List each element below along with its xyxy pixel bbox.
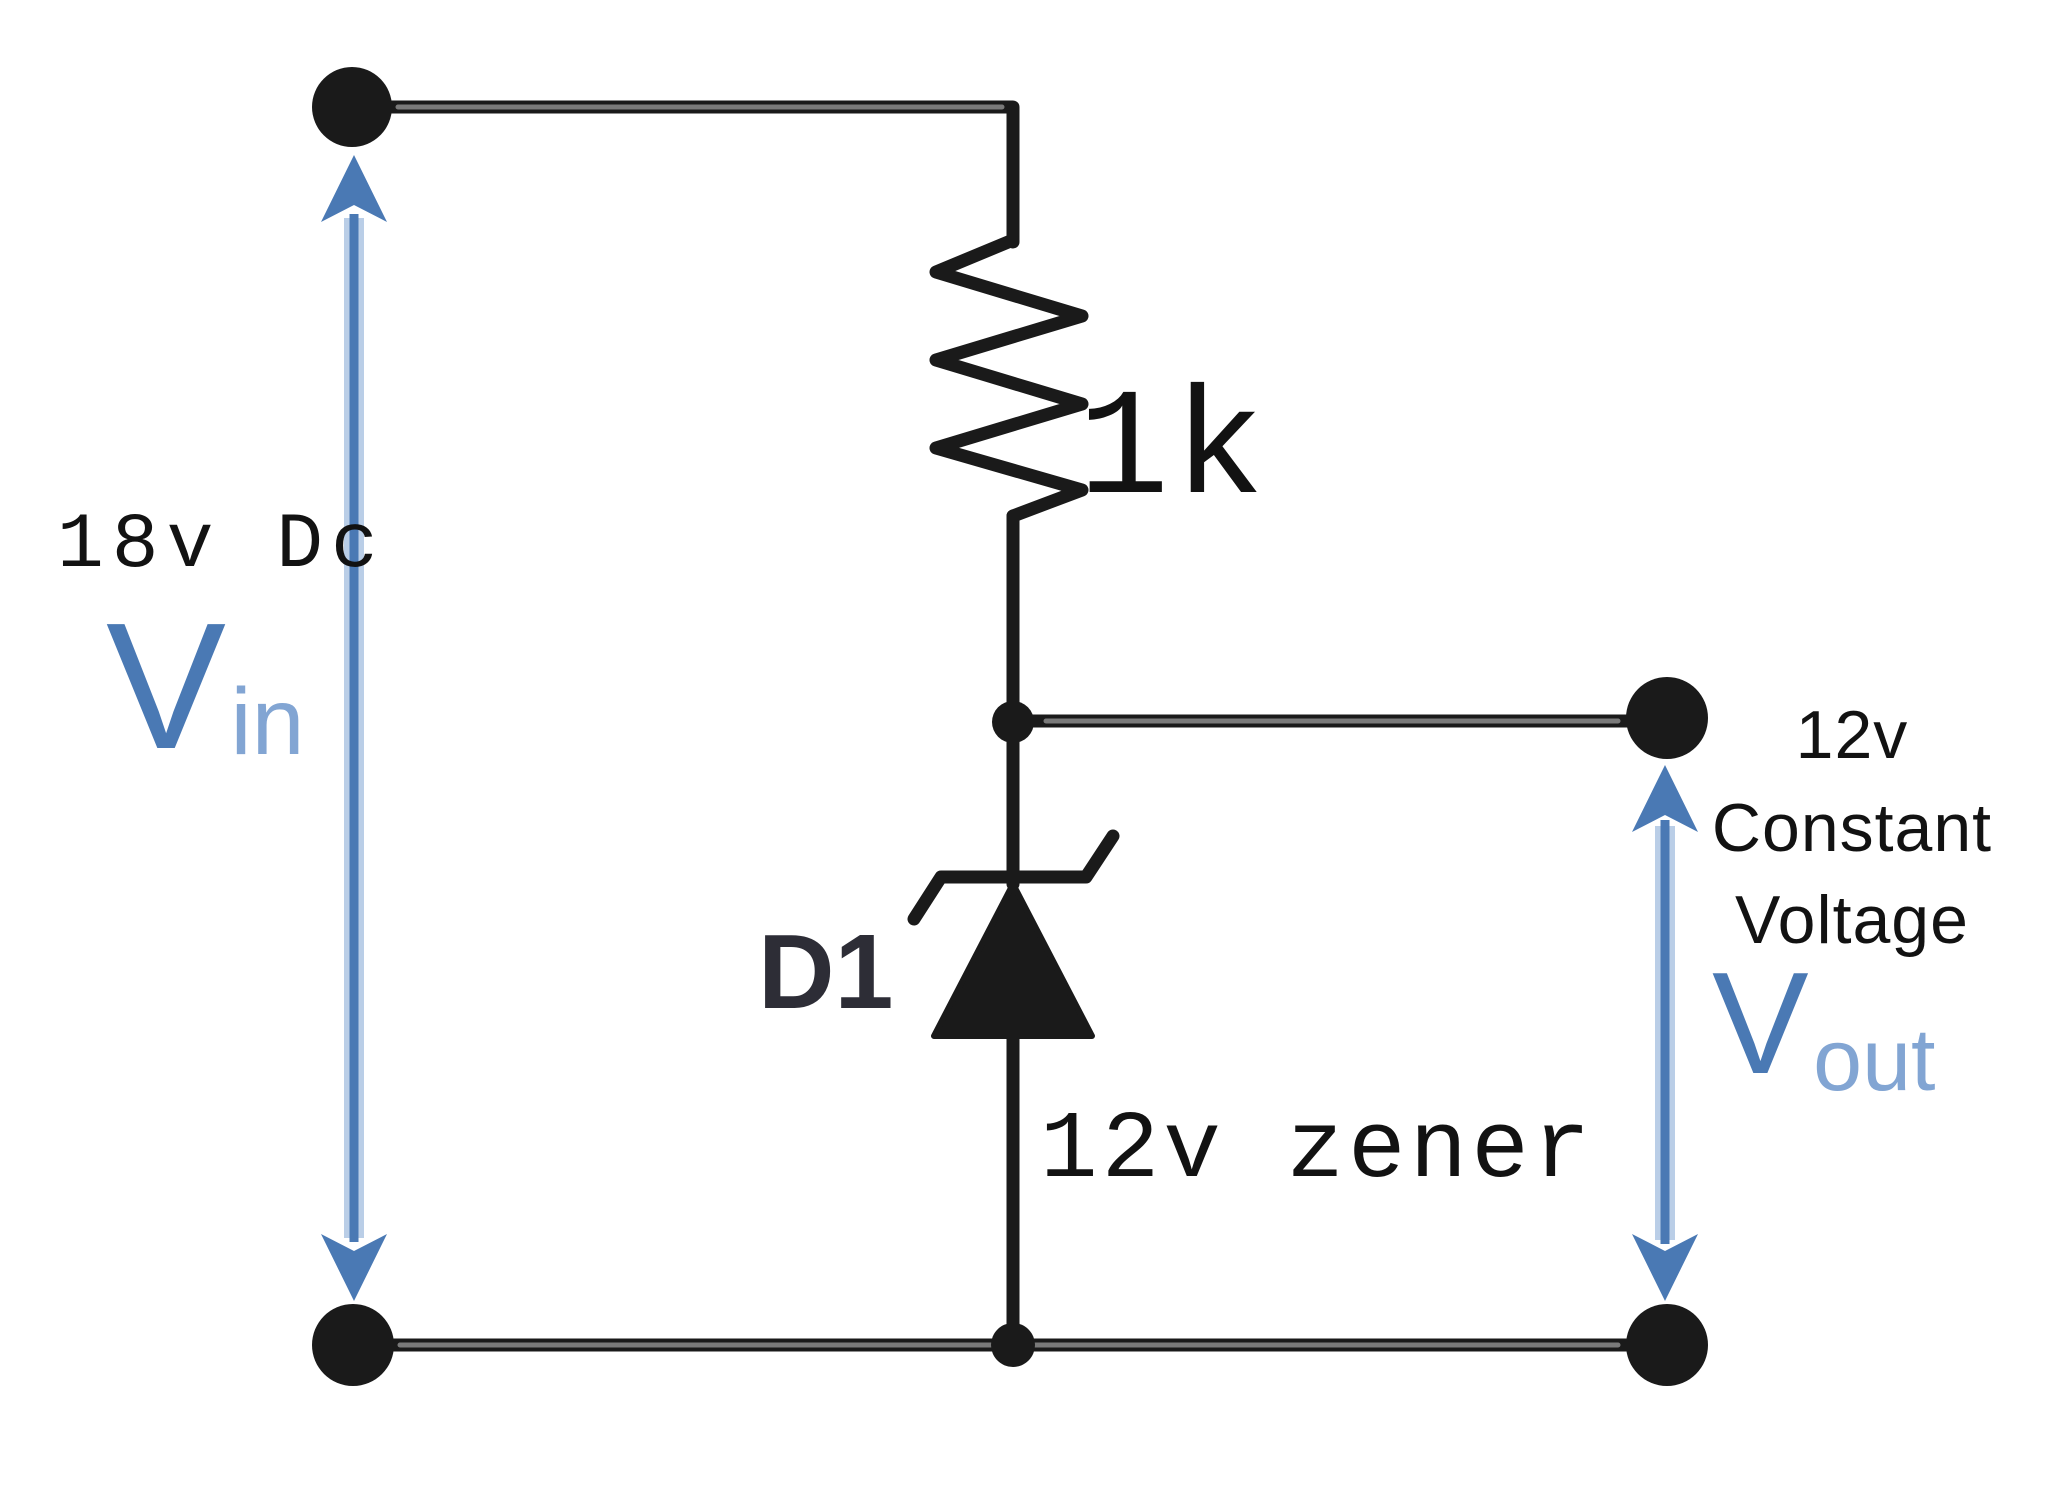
diode-designator-label: D1	[758, 913, 894, 1031]
vout-arrow-head-up	[1632, 765, 1698, 832]
vin-arrow-head-down	[321, 1234, 387, 1301]
terminal-dot-output-bottom	[1626, 1304, 1708, 1386]
zener-diode-symbol	[907, 829, 1120, 1039]
vout-arrow	[1632, 765, 1698, 1301]
vout-label: V out	[1712, 942, 1936, 1109]
vout-label-symbol: V	[1712, 942, 1809, 1104]
junction-dot-mid	[992, 701, 1034, 743]
output-voltage-caption: 12v Constant Voltage	[1712, 697, 1992, 958]
output-caption-line3: Voltage	[1735, 882, 1969, 958]
vout-arrow-head-down	[1632, 1234, 1698, 1301]
vin-arrow	[321, 155, 387, 1301]
zener-anode-triangle	[931, 881, 1095, 1039]
resistor-value-label: 1k	[1078, 365, 1268, 538]
diode-rating-label: 12v zener	[1040, 1096, 1594, 1205]
terminal-dot-output-top	[1626, 677, 1708, 759]
vin-arrow-head-up	[321, 155, 387, 222]
source-voltage-label: 18v Dc	[57, 502, 386, 590]
junction-dot-bottom	[991, 1323, 1035, 1367]
vin-label-symbol: V	[106, 586, 226, 787]
vin-label-subscript: in	[231, 669, 305, 775]
wire-top	[345, 100, 1020, 249]
vin-label: V in	[106, 586, 304, 787]
zener-cathode-bar	[907, 829, 1120, 926]
terminal-dot-top-left	[312, 67, 392, 147]
vout-label-subscript: out	[1813, 1010, 1935, 1109]
terminal-dot-bottom-left	[312, 1304, 394, 1386]
output-caption-line1: 12v	[1796, 697, 1909, 773]
resistor-symbol	[929, 233, 1089, 523]
output-caption-line2: Constant	[1712, 790, 1992, 866]
terminals	[312, 67, 1708, 1386]
